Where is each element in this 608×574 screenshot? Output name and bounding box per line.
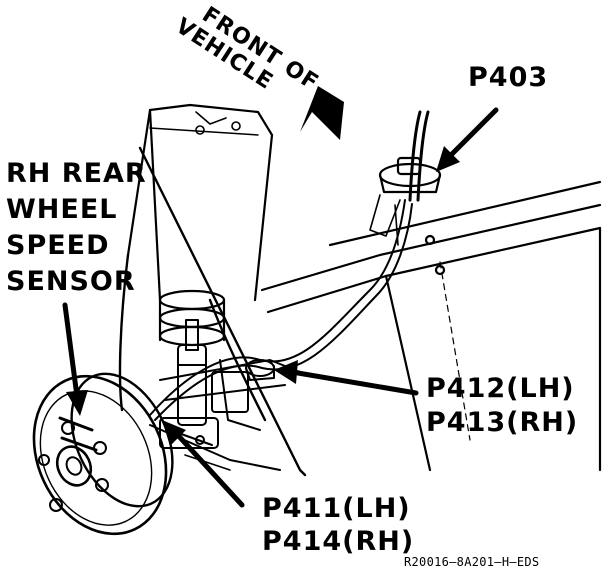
sensor-label-line2: WHEEL (6, 194, 118, 225)
front-direction-arrow (300, 86, 344, 140)
p411-label: P411(LH) (262, 493, 411, 524)
leader-arrows (62, 107, 499, 508)
p412-connector (245, 359, 275, 381)
sensor-label-line3: SPEED (6, 230, 110, 261)
sensor-label-line1: RH REAR (6, 158, 147, 189)
p403-connector (369, 156, 446, 276)
wheel-hub (32, 372, 174, 536)
p412-label: P412(LH) (426, 373, 575, 404)
p403-label: P403 (468, 62, 549, 93)
coil-spring (158, 289, 226, 347)
rh-rear-sensor-label: RH REAR WHEEL SPEED SENSOR (6, 156, 147, 300)
shock-absorber (177, 319, 207, 426)
figure-reference-code: R20016–8A201–H–EDS (404, 555, 540, 569)
sensor-label-line4: SENSOR (6, 266, 136, 297)
wheel-housing (118, 146, 307, 477)
p412-p413-label: P412(LH) P413(RH) (426, 372, 578, 440)
p414-label: P414(RH) (262, 526, 415, 557)
strut-tower (126, 103, 274, 302)
frame-rail (260, 180, 602, 472)
p413-label: P413(RH) (426, 407, 579, 438)
sensor-harness (149, 110, 430, 421)
p411-p414-label: P411(LH) P414(RH) (262, 492, 414, 558)
